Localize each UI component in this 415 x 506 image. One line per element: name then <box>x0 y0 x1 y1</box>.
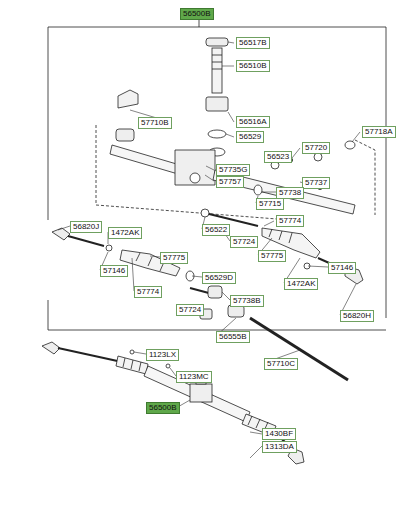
callout-number: 57735G <box>216 164 250 176</box>
group-line <box>355 140 375 215</box>
callout-number: 56522 <box>202 224 230 236</box>
callout-number: 57710B <box>138 117 172 129</box>
callout-number: 57724 <box>176 304 204 316</box>
callout-number: 1472AK <box>284 278 318 290</box>
callout-number: 1123LX <box>146 349 179 361</box>
bushing <box>116 129 134 141</box>
frame-line <box>48 300 386 330</box>
callout-number: 56529 <box>236 131 264 143</box>
callout-number: 57146 <box>100 265 128 277</box>
callout-number: 57757 <box>216 176 244 188</box>
pinion-valve <box>197 38 228 168</box>
callout-number: 56820H <box>340 310 374 322</box>
callout-number: 56510B <box>236 60 270 72</box>
tie-rod <box>68 236 104 246</box>
leader-line <box>199 20 200 27</box>
rack-bar <box>250 318 348 380</box>
leader-lines <box>58 42 360 363</box>
frame-line <box>48 27 49 220</box>
ring <box>345 141 355 149</box>
mount-bracket <box>118 90 138 108</box>
callout-number: 57724 <box>230 236 258 248</box>
callout-number: 56523 <box>264 151 292 163</box>
callout-number: 57775 <box>160 252 188 264</box>
callout-number: 56500B <box>146 402 180 414</box>
callout-number: 1430BF <box>262 428 296 440</box>
callout-number: 56529D <box>202 272 236 284</box>
callout-number: 1313DA <box>262 441 297 453</box>
callout-number: 57775 <box>258 250 286 262</box>
seal <box>314 153 322 161</box>
callout-number: 57146 <box>328 262 356 274</box>
callout-number: 56517B <box>236 37 270 49</box>
nut <box>254 185 262 195</box>
bushing <box>208 286 222 298</box>
callout-number: 57738B <box>230 295 264 307</box>
callout-number: 57774 <box>276 215 304 227</box>
callout-number: 57737 <box>302 177 330 189</box>
callout-number: 57715 <box>256 198 284 210</box>
group-line <box>96 125 290 220</box>
callout-number: 56500B <box>180 8 214 20</box>
frame-line <box>48 27 386 318</box>
rack-housing <box>110 145 355 214</box>
callout-number: 56820J <box>70 221 102 233</box>
callout-number: 56555B <box>216 331 250 343</box>
tie-rod-end <box>52 228 70 240</box>
callout-number: 57718A <box>362 126 396 138</box>
callout-number: 1123MC <box>176 371 212 383</box>
callout-number: 57710C <box>264 358 298 370</box>
callout-number: 57720 <box>302 142 330 154</box>
gear-assembly <box>42 342 304 464</box>
callout-number: 1472AK <box>108 227 142 239</box>
callout-number: 57774 <box>134 286 162 298</box>
callout-number: 56516A <box>236 116 270 128</box>
